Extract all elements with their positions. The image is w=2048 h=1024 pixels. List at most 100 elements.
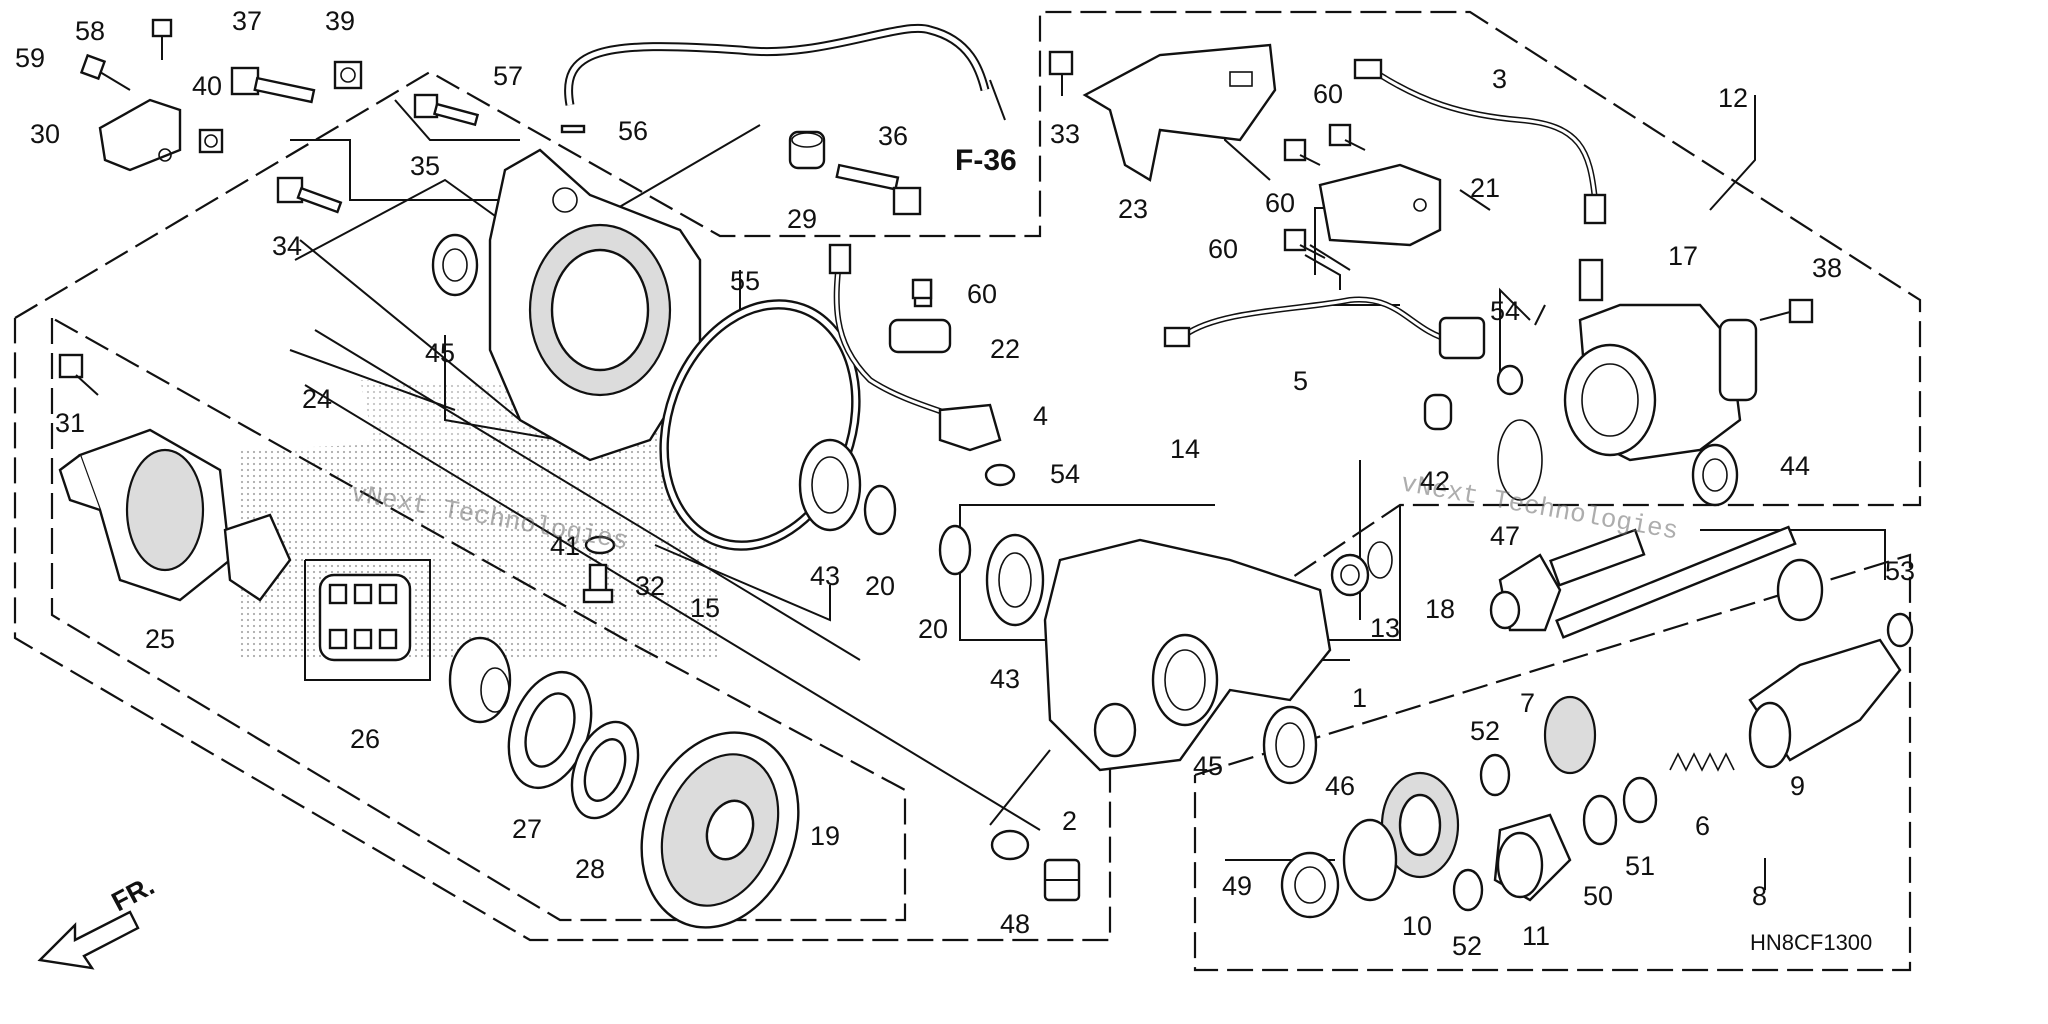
callout-11[interactable]: 11 [1522,921,1550,951]
ring-46[interactable] [1342,818,1398,902]
callout-27[interactable]: 27 [512,814,542,844]
side-gear[interactable] [223,513,292,602]
bearing-43a[interactable] [798,438,862,532]
callout-44[interactable]: 44 [1780,451,1810,481]
seal-49[interactable] [1280,851,1340,919]
callout-43-left[interactable]: 43 [810,561,840,591]
bolt-60d[interactable] [911,278,933,300]
callout-23[interactable]: 23 [1118,194,1148,224]
snap-ring-13[interactable] [1367,541,1393,579]
callout-15[interactable]: 15 [690,593,720,623]
callout-31[interactable]: 31 [55,408,85,438]
ring-50[interactable] [1582,794,1618,846]
housing-left[interactable] [488,148,702,462]
seal-20a[interactable] [863,484,897,536]
callout-58[interactable]: 58 [75,16,105,46]
bracket-30[interactable] [98,98,182,172]
washer-41[interactable] [584,535,616,555]
callout-40[interactable]: 40 [192,71,222,101]
bearing-43b[interactable] [985,533,1045,627]
callout-17[interactable]: 17 [1668,241,1698,271]
bolt-58[interactable] [151,18,173,60]
ring-gear-19[interactable] [615,710,824,949]
callout-19[interactable]: 19 [810,821,840,851]
callout-2[interactable]: 2 [1062,806,1077,836]
callout-45-left[interactable]: 45 [425,338,455,368]
shim-27[interactable] [494,661,606,800]
callout-29[interactable]: 29 [787,204,817,234]
callout-10[interactable]: 10 [1402,911,1432,941]
oil-seal-45a[interactable] [431,233,479,297]
callout-57[interactable]: 57 [493,61,523,91]
callout-34[interactable]: 34 [272,231,302,261]
spring-6[interactable] [1669,752,1735,772]
callout-14[interactable]: 14 [1170,434,1200,464]
callout-32[interactable]: 32 [635,571,665,601]
callout-3[interactable]: 3 [1492,64,1507,94]
callout-43-center[interactable]: 43 [990,664,1020,694]
clip-56[interactable] [560,124,586,134]
callout-54-right[interactable]: 54 [1490,296,1520,326]
callout-37[interactable]: 37 [232,6,262,36]
bolt-60c[interactable] [1283,228,1326,259]
callout-51[interactable]: 51 [1625,851,1655,881]
callout-12[interactable]: 12 [1718,83,1748,113]
callout-28[interactable]: 28 [575,854,605,884]
bearing-holder[interactable] [448,636,512,724]
boot-9[interactable] [1748,638,1902,769]
callout-38[interactable]: 38 [1812,253,1842,283]
seal-44[interactable] [1691,443,1739,507]
callout-22[interactable]: 22 [990,334,1020,364]
shaft-7[interactable] [1543,525,1824,775]
drain-bolt-2[interactable] [1043,858,1081,902]
callout-25[interactable]: 25 [145,624,175,654]
collar-29[interactable] [788,130,826,170]
cam-set-26[interactable] [318,573,412,662]
callout-20-left[interactable]: 20 [865,571,895,601]
washer-53[interactable] [1886,612,1914,648]
callout-33[interactable]: 33 [1050,119,1080,149]
bolt-60b[interactable] [1283,138,1321,166]
callout-39[interactable]: 39 [325,6,355,36]
callout-4[interactable]: 4 [1033,401,1048,431]
cover-23[interactable] [1082,43,1277,182]
callout-46[interactable]: 46 [1325,771,1355,801]
callout-42[interactable]: 42 [1420,466,1450,496]
o-ring-47[interactable] [1497,419,1543,501]
bolt-59[interactable] [79,53,131,91]
callout-45-center[interactable]: 45 [1193,751,1223,781]
callout-60-low[interactable]: 60 [1208,234,1238,264]
callout-13[interactable]: 13 [1370,613,1400,643]
callout-18[interactable]: 18 [1425,594,1455,624]
washer-48[interactable] [990,829,1030,861]
washer-54a[interactable] [984,463,1016,487]
clutch-11[interactable] [1493,813,1572,902]
reference-f36[interactable]: F-36 [955,144,1017,177]
callout-49[interactable]: 49 [1222,871,1252,901]
callout-60-top[interactable]: 60 [1313,79,1343,109]
seal-20b[interactable] [938,524,972,576]
callout-21[interactable]: 21 [1470,173,1500,203]
callout-41[interactable]: 41 [550,531,580,561]
callout-30[interactable]: 30 [30,119,60,149]
bolt-33[interactable] [1048,50,1074,96]
callout-52-top[interactable]: 52 [1470,716,1500,746]
bolt-32[interactable] [582,563,614,604]
bolt-37[interactable] [230,66,316,104]
callout-6[interactable]: 6 [1695,811,1710,841]
callout-8[interactable]: 8 [1752,881,1767,911]
callout-47[interactable]: 47 [1490,521,1520,551]
callout-35[interactable]: 35 [410,151,440,181]
callout-54-center[interactable]: 54 [1050,459,1080,489]
bearing-45b[interactable] [1262,705,1318,785]
clip-42[interactable] [1423,393,1453,431]
callout-24[interactable]: 24 [302,384,332,414]
ring-51[interactable] [1622,776,1658,824]
hub-10[interactable] [1380,771,1460,879]
hose-57[interactable] [564,23,990,106]
washer-54b[interactable] [1496,364,1524,396]
shim-28[interactable] [560,713,651,827]
callout-20-center[interactable]: 20 [918,614,948,644]
callout-5[interactable]: 5 [1293,366,1308,396]
wire-4[interactable] [828,243,967,423]
